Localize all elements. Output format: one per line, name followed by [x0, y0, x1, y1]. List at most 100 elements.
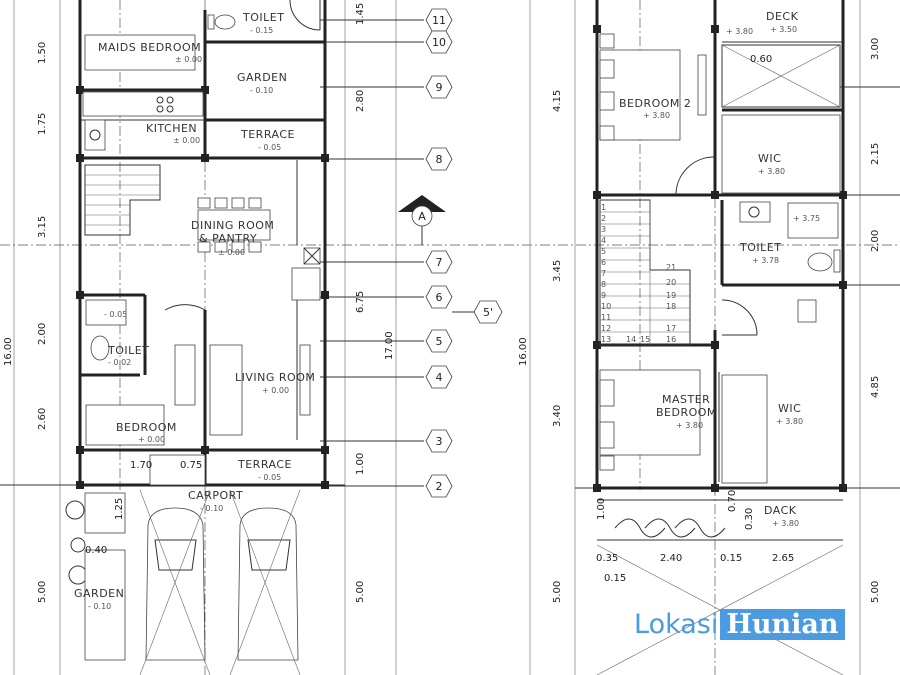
dim-inner-2: 2.80 [355, 90, 366, 112]
section-marker: A [398, 195, 446, 245]
upper-dimensions: 4.15 3.45 3.40 16.00 5.00 3.00 2.15 2.00… [518, 38, 881, 603]
tv-cabinet [291, 267, 321, 301]
level-terrace-bottom: - 0.05 [258, 473, 281, 482]
room-label-pantry: & PANTRY [199, 232, 257, 245]
bedroom-bed [85, 404, 165, 446]
stair-step: 11 [601, 313, 611, 322]
stair-step: 6 [601, 258, 606, 267]
dim-inner-4: 1.00 [355, 453, 366, 475]
level-misc-upper-1: + 3.80 [726, 27, 753, 36]
grid-bubble-6: 6 [436, 291, 443, 304]
dining-table [197, 209, 271, 241]
room-label-dack: DACK [764, 504, 797, 517]
dim-left-3: 3.15 [37, 216, 48, 238]
grid-bubble-4: 4 [436, 371, 443, 384]
sofa-left [174, 344, 196, 406]
grid-bubble-8: 8 [436, 153, 443, 166]
level-bedroom-ground: + 0.00 [138, 435, 165, 444]
room-label-garden-top: GARDEN [237, 71, 287, 84]
dim-upper-small-6: 2.40 [660, 553, 682, 564]
level-toilet-upper: + 3.78 [752, 256, 779, 265]
sofa-main [209, 344, 243, 436]
dim-upper-right-2: 2.15 [870, 143, 881, 165]
stair-step: 2 [601, 214, 606, 223]
garden-planter [84, 492, 126, 534]
dim-upper-left-3: 3.40 [552, 405, 563, 427]
dim-upper-small-2: 1.00 [596, 498, 607, 520]
room-label-terrace-top: TERRACE [240, 128, 295, 141]
level-master-bedroom: + 3.80 [676, 421, 703, 430]
dim-small-1: 1.70 [130, 460, 152, 471]
dim-inner-1: 1.45 [355, 3, 366, 25]
room-label-carport: CARPORT [188, 489, 243, 502]
stair-step: 18 [666, 302, 676, 311]
stair-step: 5 [601, 247, 606, 256]
grid-bubble-3: 3 [436, 435, 443, 448]
level-misc-upper-2: + 3.75 [793, 214, 820, 223]
stair-step: 10 [601, 302, 611, 311]
carport-cars [139, 489, 301, 675]
level-toilet-2: - 0.02 [108, 358, 131, 367]
dim-upper-small-1: 0.60 [750, 54, 772, 65]
dim-inner-5: 5.00 [355, 581, 366, 603]
stair-step: 8 [601, 280, 606, 289]
dim-left-2: 1.75 [37, 113, 48, 135]
level-garden-top: - 0.10 [250, 86, 273, 95]
ground-columns [76, 86, 329, 489]
upper-floor-plan: DECK + 3.50 + 3.80 BEDROOM 2 + 3.80 WIC … [518, 0, 900, 675]
room-label-toilet-upper: TOILET [739, 241, 781, 254]
dim-upper-left-4: 5.00 [552, 581, 563, 603]
dim-upper-right-1: 3.00 [870, 38, 881, 60]
room-label-terrace-bottom: TERRACE [237, 458, 292, 471]
stair-step: 13 [601, 335, 611, 344]
level-carport: - 0.10 [200, 504, 223, 513]
master-bed [599, 369, 701, 456]
room-label-deck: DECK [766, 10, 799, 23]
level-misc-ground: - 0.05 [104, 310, 127, 319]
grid-bubble-7: 7 [436, 256, 443, 269]
stair-step: 16 [666, 335, 676, 344]
car-2 [237, 507, 299, 661]
grid-bubble-11: 11 [432, 14, 446, 27]
room-label-bedroom-ground: BEDROOM [116, 421, 177, 434]
dim-upper-small-5: 0.35 [596, 553, 618, 564]
room-label-maids-bedroom: MAIDS BEDROOM [98, 41, 201, 54]
kitchen-sink [84, 119, 106, 151]
stair-step: 21 [666, 263, 676, 272]
dim-total-17: 17.00 [384, 331, 395, 360]
level-maids-bedroom: ± 0.00 [175, 55, 202, 64]
level-toilet-ground: - 0.15 [250, 26, 273, 35]
stair-step: 12 [601, 324, 611, 333]
room-label-kitchen: KITCHEN [146, 122, 197, 135]
upper-stairs [599, 199, 691, 346]
room-label-dining: DINING ROOM [191, 219, 274, 232]
upper-furniture [599, 33, 841, 538]
dim-upper-small-8: 2.65 [772, 553, 794, 564]
dim-left-5: 2.60 [37, 408, 48, 430]
level-deck: + 3.50 [770, 25, 797, 34]
toilet-bowl-1 [214, 14, 236, 30]
section-marker-label: A [418, 210, 426, 223]
room-label-toilet-ground: TOILET [242, 11, 284, 24]
dim-upper-small-4: 0.30 [744, 508, 755, 530]
toilet-bowl-upper [807, 252, 833, 272]
dim-upper-small-3: 0.70 [727, 490, 738, 512]
dim-left-4: 2.00 [37, 323, 48, 345]
grid-bubble-5-prime: 5' [483, 306, 493, 319]
upper-columns [593, 25, 847, 492]
grid-bubble-10: 10 [432, 36, 446, 49]
dim-upper-right-4: 4.85 [870, 376, 881, 398]
ground-room-labels: TOILET - 0.15 MAIDS BEDROOM ± 0.00 GARDE… [74, 11, 315, 611]
dim-small-2: 0.75 [180, 460, 202, 471]
level-wic-upper: + 3.80 [758, 167, 785, 176]
stair-step: 9 [601, 291, 606, 300]
level-terrace-top: - 0.05 [258, 143, 281, 152]
room-label-bedroom-2: BEDROOM 2 [619, 97, 691, 110]
dim-upper-right-5: 5.00 [870, 581, 881, 603]
dim-upper-small-9: 0.15 [604, 573, 626, 584]
level-bedroom-2: + 3.80 [643, 111, 670, 120]
level-dining: ± 0.00 [218, 248, 245, 257]
dim-left-carport: 5.00 [37, 581, 48, 603]
